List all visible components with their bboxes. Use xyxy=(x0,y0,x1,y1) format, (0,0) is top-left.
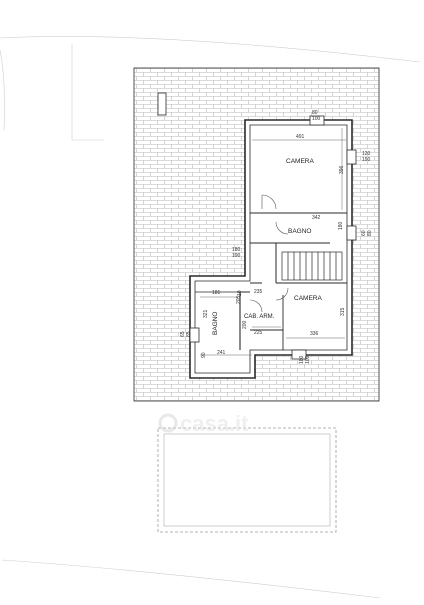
room-camera-bottom: CAMERA xyxy=(294,295,322,302)
dim-190: 190 xyxy=(362,157,371,163)
dim-181: 181 xyxy=(212,290,221,296)
lower-plot xyxy=(157,427,337,533)
house-walls xyxy=(189,119,353,379)
house-floor xyxy=(190,120,352,378)
dim-90: 90 xyxy=(201,352,207,358)
dimension-lines xyxy=(200,128,346,356)
room-bagno-left: BAGNO xyxy=(212,312,219,335)
dim-10: 10 xyxy=(237,290,243,296)
room-labels: CAMERA BAGNO CAMERA CAB. ARM. BAGNO xyxy=(212,158,322,335)
door-swings xyxy=(249,194,289,313)
watermark-logo: casa.it xyxy=(158,411,249,436)
terrace-marker xyxy=(157,92,167,116)
survey-lines xyxy=(0,36,421,599)
dim-80-right: 80 xyxy=(367,230,373,236)
dim-225: 225 xyxy=(254,330,263,336)
window-marks xyxy=(189,115,357,360)
dim-180-bottom: 180 xyxy=(299,355,305,364)
dim-65: 65 xyxy=(180,331,186,337)
dim-396: 396 xyxy=(339,165,345,174)
room-camera-top: CAMERA xyxy=(286,158,314,165)
dim-342: 342 xyxy=(312,215,321,221)
dim-180-left: 180 xyxy=(232,247,241,253)
dim-60: 60 xyxy=(361,230,367,236)
dim-336: 336 xyxy=(310,331,319,337)
dim-100-top: 100 xyxy=(312,116,321,122)
dim-85: 85 xyxy=(186,331,192,337)
room-cab-arm: CAB. ARM. xyxy=(244,314,275,320)
dim-80-top: 80 xyxy=(312,110,318,116)
dim-321: 321 xyxy=(203,309,209,318)
dim-180-center: 180 xyxy=(338,221,344,230)
dim-100-bottom: 100 xyxy=(305,355,311,364)
dim-200: 200 xyxy=(242,320,248,329)
dim-205: 205 xyxy=(236,295,242,304)
stairs xyxy=(281,251,343,281)
dim-241: 241 xyxy=(217,350,226,356)
watermark-text: casa.it xyxy=(180,411,249,436)
dim-315: 315 xyxy=(340,307,346,316)
dim-491: 491 xyxy=(296,134,305,140)
room-bagno-center: BAGNO xyxy=(288,228,311,235)
dim-190-left: 190 xyxy=(232,253,241,259)
dimension-labels: 491 80 100 120 190 396 342 180 60 80 180… xyxy=(180,110,373,364)
dim-235: 235 xyxy=(254,289,263,295)
dim-120: 120 xyxy=(362,151,371,157)
